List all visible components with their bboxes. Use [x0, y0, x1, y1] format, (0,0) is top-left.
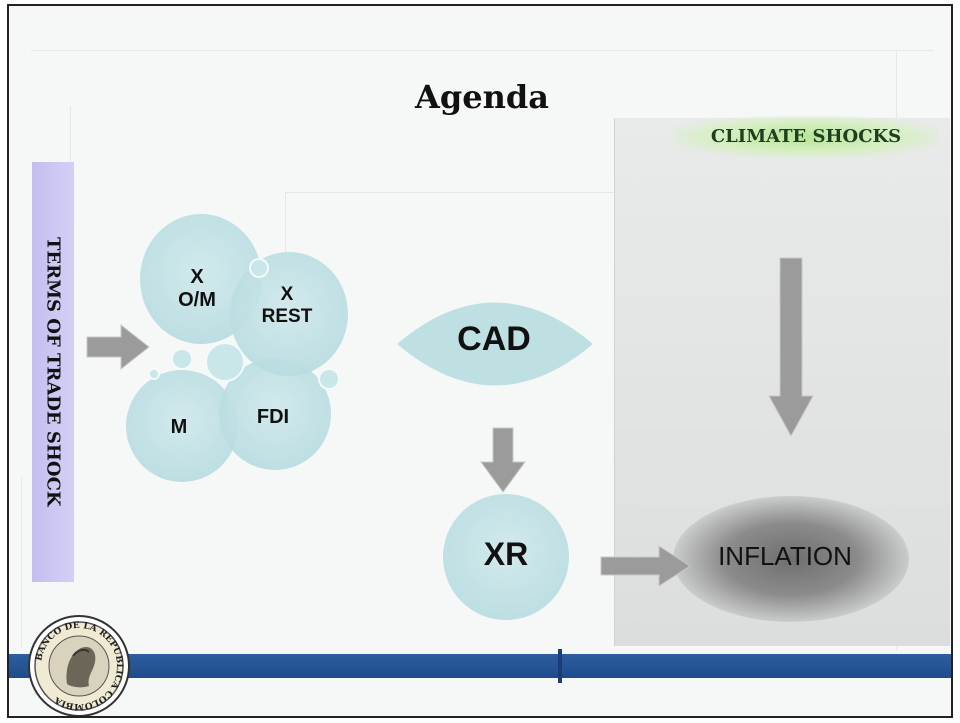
slide: Agenda CLIMATE SHOCKS TERMS OF TRADE SHO… — [7, 4, 953, 718]
terms-of-trade-label: TERMS OF TRADE SHOCK — [42, 237, 64, 507]
label-m: M — [170, 416, 188, 438]
footer-accent — [558, 649, 562, 683]
label-inflation: INFLATION — [718, 541, 852, 571]
label-cad: CAD — [457, 320, 531, 358]
decor-frame-mid — [285, 192, 935, 193]
connector-dot-large — [205, 342, 245, 382]
banco-de-la-republica-seal: BANCO DE LA REPUBLICA COLOMBIA — [28, 615, 130, 716]
slide-title: Agenda — [415, 78, 549, 116]
arrow-down-climate — [768, 257, 814, 438]
bubble-xr — [443, 494, 569, 620]
decor-frame-bottom — [21, 478, 22, 648]
footer-bar — [9, 654, 951, 678]
connector-dot-1 — [171, 348, 193, 370]
label-x-om-line2: O/M — [178, 289, 216, 311]
arrow-right-xr — [600, 545, 691, 587]
decor-frame-top — [31, 50, 933, 51]
terms-of-trade-bar — [32, 162, 74, 582]
connector-dot-2 — [249, 258, 269, 278]
label-x-om: X O/M — [157, 266, 237, 312]
label-x-rest: X REST — [247, 284, 327, 328]
inflation-shape — [673, 496, 909, 622]
decor-frame-mid-v — [285, 192, 286, 282]
label-x-om-line1: X — [190, 266, 204, 288]
label-fdi: FDI — [256, 406, 290, 428]
label-x-rest-line1: X — [280, 284, 294, 305]
terms-of-trade-wrap: TERMS OF TRADE SHOCK — [32, 162, 74, 582]
connector-dot-4 — [148, 368, 160, 380]
arrow-right-tot — [86, 323, 150, 371]
climate-shocks-label: CLIMATE SHOCKS — [673, 116, 939, 158]
connector-dot-3 — [318, 368, 340, 390]
cad-shape — [397, 302, 593, 386]
arrow-down-cad — [480, 427, 526, 493]
label-x-rest-line2: REST — [261, 305, 313, 327]
label-xr: XR — [483, 536, 529, 572]
